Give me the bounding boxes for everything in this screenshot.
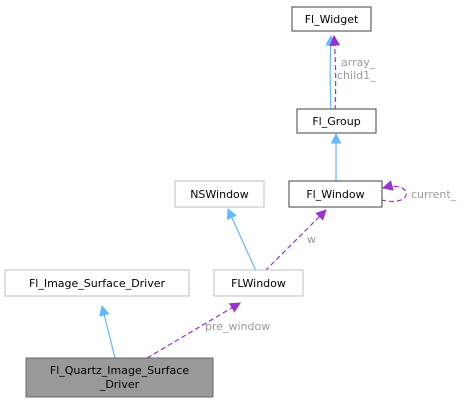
node-fl-quartz-image-surface-driver: Fl_Quartz_Image_Surface _Driver: [25, 357, 214, 398]
edge-quartz-to-imagesurface: [99, 304, 116, 359]
node-fl-image-surface-driver: Fl_Image_Surface_Driver: [4, 269, 190, 297]
edge-label-current: current_: [411, 188, 457, 201]
node-fl-widget-label: Fl_Widget: [305, 13, 359, 26]
node-fl-quartz-label-line1: Fl_Quartz_Image_Surface: [50, 364, 189, 377]
edge-array-child1: [329, 34, 341, 111]
node-flwindow-label: FLWindow: [231, 277, 286, 290]
node-fl-quartz-label-line2: _Driver: [99, 378, 140, 391]
node-fl-group-label: Fl_Group: [312, 115, 360, 128]
edge-w: [264, 209, 327, 272]
edge-current-self: [380, 180, 407, 203]
node-fl-group: Fl_Group: [296, 108, 377, 134]
node-nswindow-label: NSWindow: [190, 188, 249, 201]
node-fl-widget: Fl_Widget: [291, 6, 372, 32]
node-flwindow: FLWindow: [213, 269, 304, 297]
node-fl-window: Fl_Window: [288, 180, 383, 208]
node-fl-image-surface-driver-label: Fl_Image_Surface_Driver: [29, 277, 166, 290]
node-fl-window-label: Fl_Window: [306, 188, 364, 201]
edge-label-w: w: [307, 233, 316, 246]
edge-pre-window: [146, 302, 241, 359]
edge-flwindow-to-nswindow: [227, 208, 257, 272]
edge-label-child1: child1_: [337, 69, 376, 82]
edge-label-array: array_: [341, 56, 376, 69]
edge-label-pre-window: pre_window: [205, 320, 270, 333]
node-nswindow: NSWindow: [174, 180, 265, 208]
edge-group-to-widget: [325, 34, 336, 111]
